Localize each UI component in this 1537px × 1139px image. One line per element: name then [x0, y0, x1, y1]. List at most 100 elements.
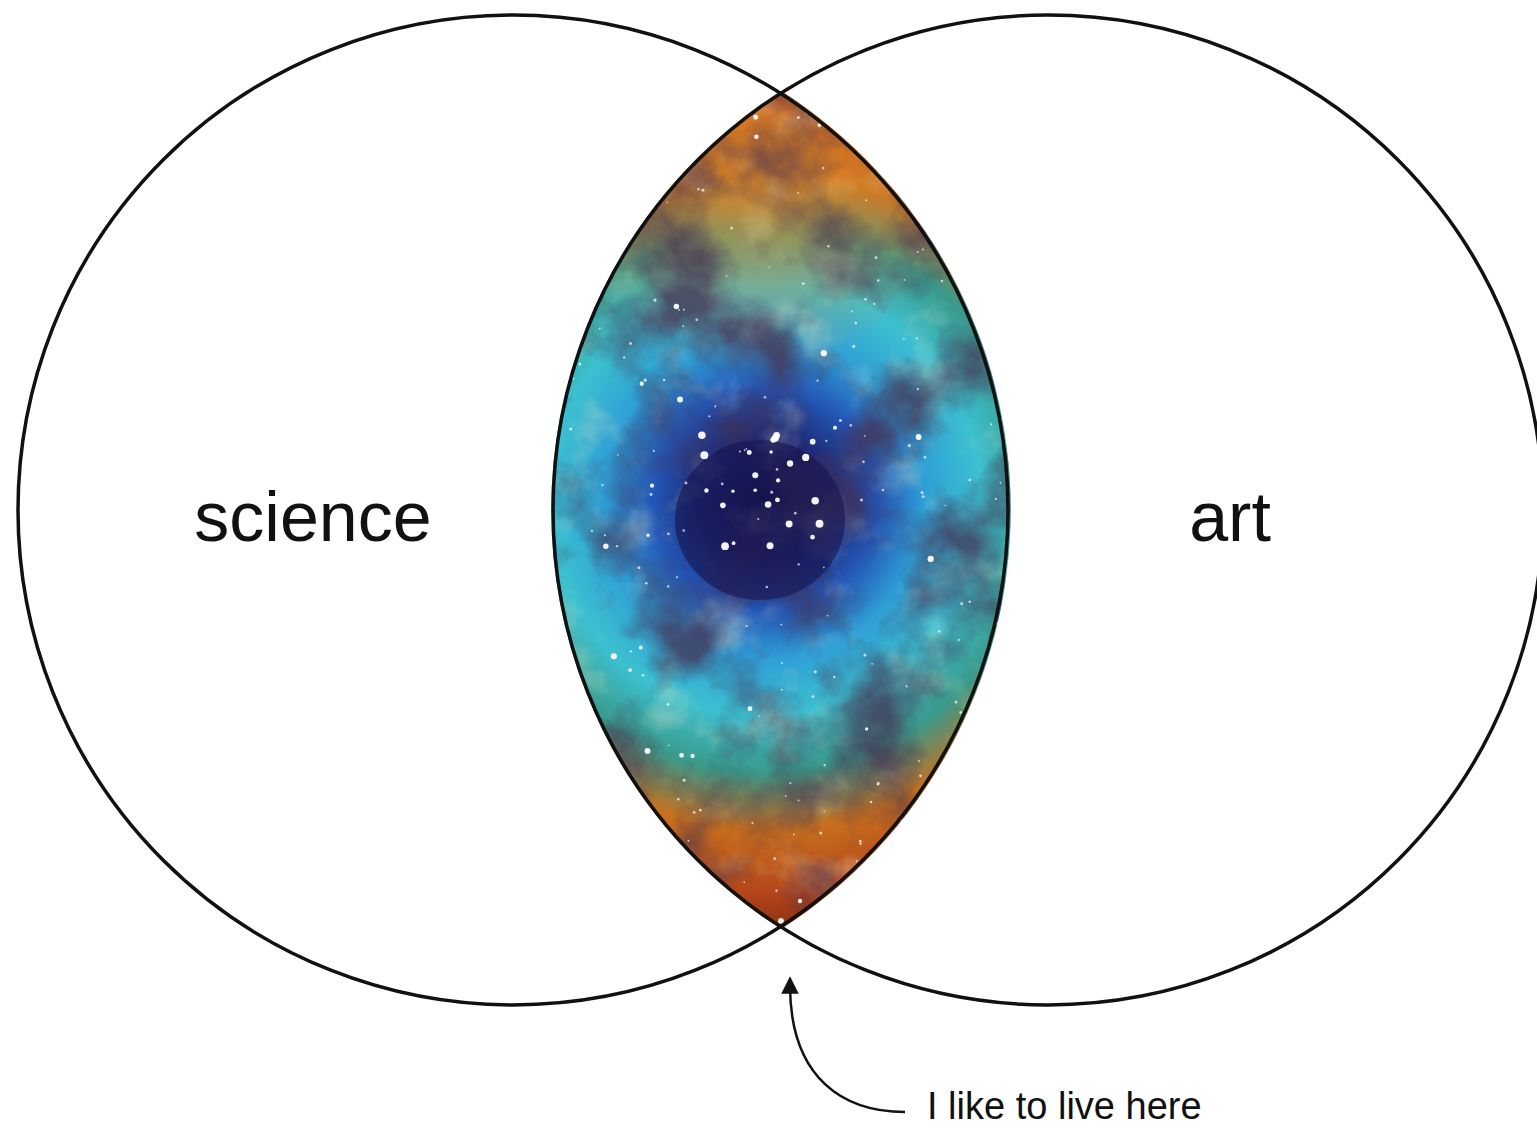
- star: [775, 889, 777, 891]
- star: [781, 689, 783, 691]
- star: [1003, 623, 1005, 625]
- star: [965, 158, 968, 161]
- star: [746, 448, 748, 450]
- star: [731, 489, 734, 492]
- star: [1006, 899, 1009, 902]
- star: [928, 556, 934, 562]
- star: [562, 277, 564, 279]
- star: [833, 676, 835, 678]
- star: [604, 217, 608, 221]
- star: [769, 450, 772, 453]
- star: [650, 493, 653, 496]
- star: [875, 256, 878, 259]
- star: [794, 512, 797, 515]
- star: [739, 450, 741, 452]
- star: [849, 424, 852, 427]
- star: [776, 468, 779, 471]
- star: [839, 419, 842, 422]
- star: [764, 396, 767, 399]
- star: [767, 542, 774, 549]
- star: [697, 188, 699, 190]
- star: [810, 439, 816, 445]
- star: [660, 161, 662, 163]
- star: [629, 842, 632, 845]
- star: [667, 202, 669, 204]
- star: [924, 456, 927, 459]
- star: [645, 582, 648, 585]
- star: [959, 711, 962, 714]
- star: [682, 325, 684, 327]
- star: [653, 299, 656, 302]
- star: [573, 378, 575, 380]
- star: [798, 899, 802, 903]
- star: [787, 460, 793, 466]
- star: [584, 743, 586, 745]
- star: [917, 388, 919, 390]
- star: [918, 760, 920, 762]
- callout-note: I like to live here: [927, 1086, 1202, 1128]
- star: [917, 251, 919, 253]
- star: [960, 602, 963, 605]
- star: [892, 173, 894, 175]
- star: [968, 600, 971, 603]
- star: [786, 520, 793, 527]
- star: [856, 860, 858, 862]
- star: [973, 318, 975, 320]
- star: [677, 397, 683, 403]
- star: [859, 842, 861, 844]
- star: [714, 405, 716, 407]
- star: [958, 639, 960, 641]
- star: [833, 426, 837, 430]
- star: [941, 280, 944, 283]
- star: [819, 832, 822, 835]
- star: [553, 406, 555, 408]
- star: [816, 380, 818, 382]
- star: [797, 116, 800, 119]
- star: [810, 535, 815, 540]
- star: [743, 881, 745, 883]
- nebula-image: [540, 80, 1030, 940]
- star: [679, 753, 684, 758]
- star: [1001, 117, 1003, 119]
- star: [798, 800, 800, 802]
- star: [789, 782, 791, 784]
- star: [816, 520, 824, 528]
- star: [663, 379, 665, 381]
- star: [628, 668, 632, 672]
- star: [824, 764, 826, 766]
- star: [766, 586, 769, 589]
- star: [862, 460, 865, 463]
- star: [768, 267, 770, 269]
- circle-outline: [553, 15, 1537, 1005]
- star: [1000, 482, 1002, 484]
- star: [871, 663, 873, 665]
- star: [678, 309, 680, 311]
- star: [754, 135, 759, 140]
- star: [650, 484, 654, 488]
- star: [905, 115, 907, 117]
- star: [747, 450, 752, 455]
- star: [979, 330, 981, 332]
- star: [593, 832, 596, 835]
- star: [938, 630, 941, 633]
- star: [616, 545, 618, 547]
- star: [721, 482, 724, 485]
- star: [709, 97, 711, 99]
- star: [652, 110, 657, 115]
- star: [560, 186, 562, 188]
- star: [993, 193, 996, 196]
- star: [863, 140, 866, 143]
- star: [852, 345, 855, 348]
- star: [970, 714, 973, 717]
- star: [577, 827, 579, 829]
- star: [802, 454, 809, 461]
- set-circle: art: [551, 13, 1537, 1007]
- star: [827, 615, 829, 617]
- star: [753, 115, 758, 120]
- star: [603, 543, 608, 548]
- set-label: art: [1189, 479, 1271, 556]
- star: [753, 488, 757, 492]
- star: [908, 444, 911, 447]
